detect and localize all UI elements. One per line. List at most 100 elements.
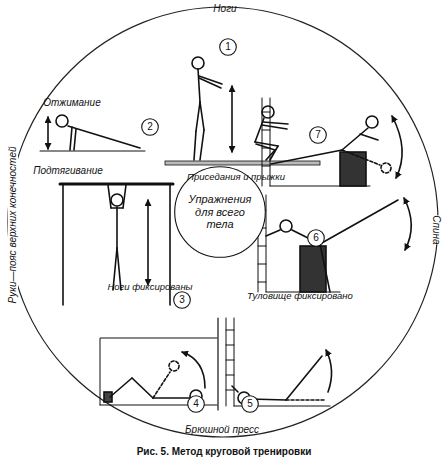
squat-figures-part (199, 78, 221, 88)
exercise-label: Отжимание (43, 98, 100, 108)
squat-figures-part (200, 130, 204, 160)
leg-raise-figure-part (326, 350, 332, 392)
leg-raise-figure-part (286, 356, 322, 400)
situp-figure (100, 318, 218, 410)
back-extension-figure-part (381, 163, 391, 173)
muscle-group-label: Спина (431, 215, 441, 244)
squat-figures-part (165, 161, 320, 165)
center-title: Упражнения для всего тела (183, 193, 257, 231)
node-text-column: 3 (173, 294, 191, 306)
back-leg-raise-figure-part (320, 244, 330, 292)
node-text-holder: 5 (241, 395, 259, 413)
circle-outline-shape (188, 396, 205, 413)
circle-outline-shape (310, 127, 327, 144)
leg-raise-figure-part (226, 318, 227, 406)
leg-raise-figure-part (234, 318, 235, 406)
leg-raise-figure-part (226, 345, 234, 346)
callout-number: 3 (173, 291, 191, 309)
callout-number: 4 (187, 395, 205, 413)
squat-figures-part (263, 122, 288, 124)
callout-number-text: 1 (219, 41, 237, 53)
muscle-group-label: Руки—пояс верхних конечностей (8, 146, 18, 303)
circle-outline-shape (242, 396, 259, 413)
squat-figures-part (256, 144, 275, 150)
squat-figures-part (262, 125, 287, 129)
back-extension-figure-part (342, 150, 380, 165)
leg-raise-figure-part (226, 390, 234, 391)
outer-circle (8, 7, 438, 437)
back-leg-raise-figure-part (258, 282, 266, 283)
node-text-holder: 2 (141, 118, 159, 136)
callout-number: 5 (241, 395, 259, 413)
node-text-holder: 4 (187, 395, 205, 413)
node-text-column: 2 (141, 121, 159, 133)
squat-figures-part (200, 102, 204, 130)
node-text-holder: 1 (219, 38, 237, 56)
back-extension-figure-part (262, 148, 270, 149)
back-leg-raise-figure-part (320, 200, 398, 244)
leg-raise-figure-part (226, 330, 234, 331)
node-text-column: 4 (187, 398, 205, 410)
squat-figures-part (262, 106, 274, 118)
back-leg-raise-figure-part (404, 198, 411, 250)
situp-figure-part (110, 378, 132, 397)
pullup-bar-figure-part (108, 185, 111, 208)
muscle-group-label: Брюшной пресс (185, 425, 259, 435)
back-extension-figure-part (271, 150, 342, 164)
node-text-holder: 7 (309, 126, 327, 144)
back-extension-figure-part (262, 112, 270, 113)
callout-number-text: 7 (309, 129, 327, 141)
node-text-column: 5 (241, 398, 259, 410)
exercise-label: Ноги фиксированы (107, 282, 192, 292)
exercise-label: Приседания и прыжки (187, 172, 285, 182)
exercise-label: Туловище фиксировано (247, 291, 353, 301)
pullup-bar-figure-part (147, 200, 149, 285)
squat-figures-part (196, 102, 200, 131)
pushup-figure-part (40, 151, 145, 152)
squat-figures-part (194, 131, 196, 160)
back-extension-figure-part (366, 116, 378, 128)
leg-raise-figure (226, 318, 332, 406)
pullup-bar-figure-part (62, 184, 64, 305)
situp-figure-part (182, 352, 205, 388)
back-leg-raise-figure-part (280, 220, 292, 232)
back-leg-raise-figure (258, 195, 411, 292)
situp-figure-part (217, 318, 218, 410)
callout-number-text: 2 (141, 121, 159, 133)
back-extension-figure-part (360, 134, 378, 140)
circle-outline-shape (142, 119, 159, 136)
callout-number-text: 5 (241, 398, 259, 410)
situp-figure-part (100, 338, 217, 405)
situp-figure-part (153, 372, 170, 398)
figure-caption: Рис. 5. Метод круговой тренировки (137, 447, 312, 457)
back-leg-raise-figure-part (258, 264, 266, 265)
pushup-figure-part (68, 126, 140, 148)
back-leg-raise-figure-part (258, 246, 266, 247)
pullup-bar-figure-part (123, 185, 126, 208)
pullup-bar-figure-part (60, 183, 173, 186)
circle-outline-shape (308, 230, 325, 247)
node-text-column: 1 (219, 41, 237, 53)
circle-outline-shape (220, 39, 237, 56)
node-text-holder: 6 (307, 229, 325, 247)
callout-number-text: 6 (307, 232, 325, 244)
muscle-group-label: Ноги (213, 4, 236, 14)
callout-number: 2 (141, 118, 159, 136)
callout-number: 1 (219, 38, 237, 56)
pullup-bar-figure-part (111, 194, 123, 206)
squat-figures (165, 57, 320, 165)
pushup-figure (40, 115, 145, 151)
leg-raise-figure-part (232, 386, 238, 392)
node-text-column: 6 (307, 232, 325, 244)
callout-number-text: 4 (187, 398, 205, 410)
back-extension-figure-part (342, 128, 368, 150)
squat-figures-part (231, 86, 233, 152)
callout-number-text: 3 (173, 294, 191, 306)
node-text-column: 7 (309, 129, 327, 141)
squat-figures-part (198, 69, 200, 102)
squat-figures-part (192, 57, 204, 69)
exercise-label: Подтягивание (33, 166, 103, 176)
pullup-bar-figure-part (116, 207, 118, 248)
leg-raise-figure-part (226, 375, 234, 376)
